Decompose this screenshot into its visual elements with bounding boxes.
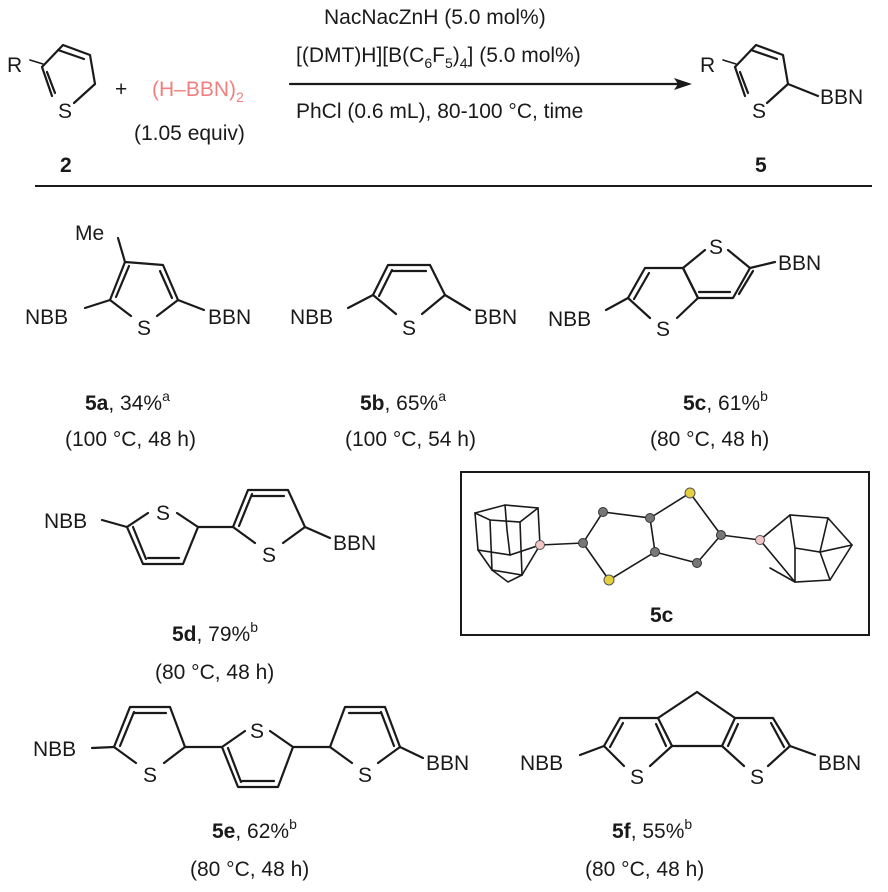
carbon-atom	[645, 513, 655, 523]
sulfur-label: S	[250, 720, 264, 743]
sulfur-label: S	[262, 544, 276, 567]
structure-5e: S S S NBB BBN	[33, 705, 469, 789]
condition-cocatalyst: [(DMT)H][B(C6F5)4] (5.0 mol%)	[296, 44, 581, 71]
compound-5f-conditions: (80 °C, 48 h)	[585, 858, 704, 881]
reactant-sulfur: S	[58, 100, 72, 123]
sulfur-label: S	[656, 318, 670, 341]
bbn-group: BBN	[474, 306, 517, 329]
carbon-atom	[598, 507, 608, 517]
compound-5b-conditions: (100 °C, 54 h)	[345, 428, 476, 451]
boron-atom	[535, 540, 545, 550]
structure-5b: S NBB BBN	[290, 263, 517, 340]
bbn-group: BBN	[208, 306, 251, 329]
compound-5a-caption: 5a, 34%a	[85, 388, 170, 415]
reaction-arrow	[288, 78, 692, 90]
sulfur-label: S	[750, 766, 764, 789]
nbb-group: NBB	[25, 306, 68, 329]
reactant-label: 2	[60, 154, 72, 177]
bbn-group: BBN	[818, 752, 861, 775]
sulfur-label: S	[358, 764, 372, 787]
product-sulfur: S	[752, 100, 766, 123]
compound-5c-caption: 5c, 61%b	[683, 388, 768, 415]
product-thiophene: R S BBN	[700, 43, 863, 123]
carbon-atom	[716, 530, 726, 540]
sulfur-label: S	[709, 236, 723, 259]
carbon-atom	[578, 538, 588, 548]
nbb-group: NBB	[520, 752, 563, 775]
reagent-equiv: (1.05 equiv)	[134, 122, 245, 145]
condition-solvent-temp: PhCl (0.6 mL), 80-100 °C, time	[296, 100, 583, 123]
reagent-hbbn: (H–BBN)2	[152, 78, 244, 105]
bbn-group: BBN	[426, 752, 469, 775]
sulfur-label: S	[402, 317, 416, 340]
bbn-group: BBN	[778, 252, 821, 275]
sulfur-label: S	[137, 317, 151, 340]
compound-5a-conditions: (100 °C, 48 h)	[65, 428, 196, 451]
carbon-atom	[650, 547, 660, 557]
compound-5d-caption: 5d, 79%b	[172, 619, 258, 646]
sulfur-label: S	[630, 766, 644, 789]
reactant-thiophene: R S	[7, 43, 97, 123]
sulfur-label: S	[156, 502, 170, 525]
nbb-group: NBB	[548, 308, 591, 331]
product-label: 5	[755, 154, 767, 177]
compound-5e-caption: 5e, 62%b	[212, 816, 297, 843]
compound-5b-caption: 5b, 65%a	[360, 388, 446, 415]
compound-5e-conditions: (80 °C, 48 h)	[190, 858, 309, 881]
methyl-label: Me	[75, 222, 104, 245]
structure-5c: S S NBB BBN	[548, 236, 821, 341]
carbon-atom	[692, 558, 702, 568]
condition-catalyst: NacNacZnH (5.0 mol%)	[324, 6, 546, 29]
structure-5a: Me S NBB BBN	[25, 222, 251, 340]
compound-5d-conditions: (80 °C, 48 h)	[155, 661, 274, 684]
bbn-group: BBN	[333, 532, 376, 555]
sulfur-atom	[684, 487, 696, 499]
nbb-group: NBB	[290, 306, 333, 329]
boron-atom	[755, 535, 765, 545]
crystal-structure-panel: 5c	[460, 471, 870, 636]
sulfur-atom	[603, 574, 615, 586]
sulfur-label: S	[143, 764, 157, 787]
reactant-r-group: R	[7, 54, 22, 77]
nbb-group: NBB	[33, 738, 76, 761]
product-r-group: R	[700, 54, 715, 77]
structure-5f: S S NBB BBN	[520, 690, 861, 789]
structure-5d: S S NBB BBN	[44, 488, 376, 567]
crystal-label: 5c	[650, 604, 674, 627]
compound-5c-conditions: (80 °C, 48 h)	[650, 428, 769, 451]
plus-sign: +	[115, 78, 127, 101]
compound-5f-caption: 5f, 55%b	[612, 816, 692, 843]
nbb-group: NBB	[44, 510, 87, 533]
product-bbn: BBN	[820, 86, 863, 109]
